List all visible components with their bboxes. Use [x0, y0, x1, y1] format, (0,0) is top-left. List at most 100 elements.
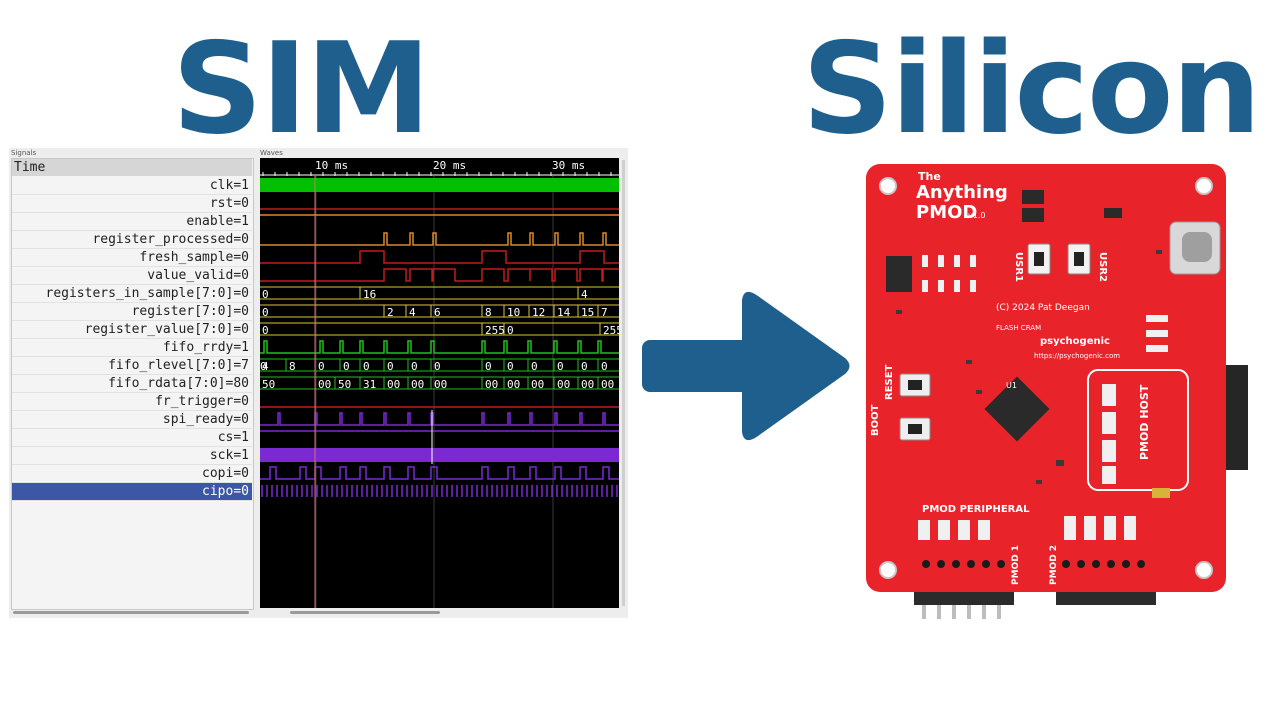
bus-value-label: 0 — [507, 360, 514, 373]
bus-value-label: 0 — [581, 360, 588, 373]
bus-value-label: 8 — [289, 360, 296, 373]
board-title-line1: The — [918, 170, 941, 183]
signal-row[interactable]: register_value[7:0]=0 — [12, 321, 252, 339]
bus-value-label: 50 — [338, 378, 351, 391]
reset-label: RESET — [884, 364, 895, 400]
bus-value-label: 0 — [363, 360, 370, 373]
signal-row[interactable]: fifo_rrdy=1 — [12, 339, 252, 357]
time-tick-label: 30 ms — [552, 159, 585, 172]
bus-value-label: 0 — [434, 360, 441, 373]
pmod-peripheral-label: PMOD PERIPHERAL — [922, 504, 1030, 515]
bus-value-label: 00 — [581, 378, 594, 391]
flash-label: FLASH CRAM — [996, 324, 1041, 332]
bus-value-label: 00 — [557, 378, 570, 391]
signal-row[interactable]: register_processed=0 — [12, 231, 252, 249]
board-title-line2: Anything — [916, 182, 1008, 203]
signal-wave — [260, 232, 619, 246]
bus-value-label: 2 — [387, 306, 394, 319]
signal-row[interactable]: fifo_rlevel[7:0]=7 — [12, 357, 252, 375]
bus-value-label: 0 — [485, 360, 492, 373]
mcu-chip — [984, 376, 1050, 442]
boot-label: BOOT — [870, 404, 881, 436]
bus-value-label: 00 — [531, 378, 544, 391]
bus-value-label: 14 — [557, 306, 571, 319]
bus-value-label: 0 — [601, 360, 608, 373]
bus-value-label: 255 — [485, 324, 505, 337]
brand-text: psychogenic — [1040, 336, 1110, 347]
signal-row[interactable]: clk=1 — [12, 177, 252, 195]
signal-row[interactable]: fifo_rdata[7:0]=80 — [12, 375, 252, 393]
sim-title: SIM — [172, 15, 431, 162]
signal-row[interactable]: registers_in_sample[7:0]=0 — [12, 285, 252, 303]
bus-value-label: 00 — [485, 378, 498, 391]
bus-value-label: 12 — [532, 306, 545, 319]
bus-value-label: 0 — [343, 360, 350, 373]
bus-value-label: 10 — [507, 306, 520, 319]
signal-row[interactable]: value_valid=0 — [12, 267, 252, 285]
bus-value-label: 0 — [507, 324, 514, 337]
signal-wave — [260, 340, 619, 354]
signal-row[interactable]: cipo=0 — [12, 483, 252, 501]
signal-row[interactable]: register[7:0]=0 — [12, 303, 252, 321]
url-text: https://psychogenic.com — [1034, 352, 1120, 360]
bus-value-label: 50 — [262, 378, 275, 391]
signal-row[interactable]: spi_ready=0 — [12, 411, 252, 429]
bus-value-label: 4 — [581, 288, 588, 301]
bus-value-label: 6 — [434, 306, 441, 319]
bus-value-label: 00 — [387, 378, 400, 391]
signal-row[interactable]: copi=0 — [12, 465, 252, 483]
waves-pane-label: Waves — [260, 149, 283, 157]
signal-wave — [260, 412, 619, 426]
signals-horizontal-scrollbar[interactable] — [13, 611, 249, 614]
signal-wave — [260, 250, 619, 264]
usr1-label: USR1 — [1013, 252, 1024, 282]
pmod2-label: PMOD 2 — [1049, 545, 1059, 585]
sck-wave — [260, 448, 619, 462]
bus-value-label: 0 — [318, 360, 325, 373]
bus-value-label: 4 — [409, 306, 416, 319]
bus-value-label: 0 — [387, 360, 394, 373]
bus-value-label: 00 — [601, 378, 614, 391]
bus-value-label: 0 — [262, 324, 269, 337]
pcb — [866, 164, 1226, 592]
signal-row[interactable]: enable=1 — [12, 213, 252, 231]
bus-value-label: 0 — [262, 288, 269, 301]
bus-value-label: 4 — [262, 360, 269, 373]
bus-value-label: 0 — [260, 360, 267, 373]
copyright-text: (C) 2024 Pat Deegan — [996, 303, 1090, 313]
bus-value-label: 31 — [363, 378, 376, 391]
signal-row[interactable]: rst=0 — [12, 195, 252, 213]
signal-row[interactable]: sck=1 — [12, 447, 252, 465]
waves-vertical-scrollbar[interactable] — [622, 160, 625, 606]
bus-value-label: 0 — [557, 360, 564, 373]
u1-label: U1 — [1006, 381, 1017, 390]
bus-value-label: 0 — [531, 360, 538, 373]
right-arrow-icon — [642, 291, 850, 441]
bus-value-label: 255 — [603, 324, 619, 337]
board-version: v1.0 — [968, 211, 985, 220]
bus-value-label: 8 — [485, 306, 492, 319]
time-tick-label: 20 ms — [433, 159, 466, 172]
pmod-board-photo: The Anything PMOD v1.0 USR1 USR2 (C) 202… — [866, 164, 1248, 619]
bus-value-label: 0 — [262, 306, 269, 319]
signals-pane-label: Signals — [11, 149, 37, 157]
bus-value-label: 15 — [581, 306, 594, 319]
bus-value-label: 16 — [363, 288, 376, 301]
bus-value-label: 00 — [434, 378, 447, 391]
bus-value-label: 00 — [318, 378, 331, 391]
board-title-line3: PMOD — [916, 202, 977, 223]
bus-value-label: 7 — [601, 306, 608, 319]
pmod1-label: PMOD 1 — [1011, 545, 1021, 585]
signal-row[interactable]: fr_trigger=0 — [12, 393, 252, 411]
signal-row[interactable]: cs=1 — [12, 429, 252, 447]
signal-row[interactable]: fresh_sample=0 — [12, 249, 252, 267]
signal-wave — [260, 268, 619, 282]
waves-horizontal-scrollbar[interactable] — [290, 611, 440, 614]
signal-wave — [260, 466, 619, 480]
time-header: Time — [12, 159, 252, 176]
silicon-title: Silicon — [802, 15, 1261, 162]
